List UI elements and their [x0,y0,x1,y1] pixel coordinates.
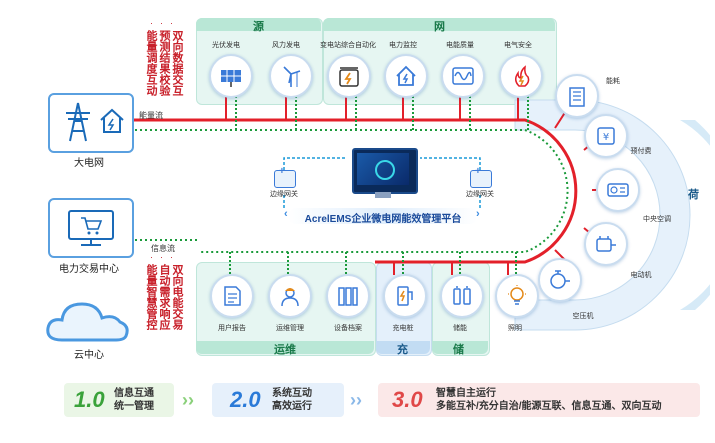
motor-icon[interactable] [584,222,628,266]
market-box[interactable] [48,198,134,258]
top-item-label: 电气安全 [504,42,532,49]
substation-icon[interactable] [327,54,371,98]
device-archive-icon[interactable] [326,274,370,318]
home-energy-icon [100,108,124,133]
charge-title: 充 [397,344,408,356]
right-item-label: 预付费 [630,148,652,155]
stage-2-number: 2.0 [230,387,261,412]
power-quality-icon[interactable] [441,54,485,98]
power-tower-icon [66,102,90,142]
monitor-cart-icon [68,210,114,246]
top-item-label: 电力监控 [389,42,417,49]
bottom-item-label: 运维管理 [276,325,304,332]
svg-text:¥: ¥ [603,132,609,143]
stage-1-line2: 统一管理 [114,401,154,412]
load-panel [514,99,710,331]
stage-1-number: 1.0 [74,387,105,412]
gateway-plus-left: + [279,166,285,177]
cloud-label: 云中心 [74,350,104,361]
vtext-top-1: 双向数据交互 [171,30,183,96]
gateway-left-icon[interactable] [274,170,296,188]
vtext-bottom-1: 双向电能交易 [171,264,183,330]
power-monitor-icon[interactable] [384,54,428,98]
energy-flow-label: 能量流 [139,111,163,120]
monitor-stand [375,192,391,198]
charging-pile-icon[interactable] [383,274,427,318]
stage-1: 1.0 信息互通 统一管理 [64,383,174,417]
red-dots-top: ··· [150,18,180,28]
net-title: 网 [434,21,445,33]
stage-arrow-2: ›› [350,390,362,410]
store-panel-footer [432,341,488,354]
source-title: 源 [253,21,264,33]
monitor-ring [375,160,395,180]
banner-chevron-left: ‹ [284,208,288,220]
central-ac-icon[interactable] [596,168,640,212]
grid-label: 大电网 [74,158,104,169]
vtext-top-3: 能量调度互动 [145,30,157,96]
bottom-item-label: 设备档案 [334,325,362,332]
stage-1-line1: 信息互通 [114,388,154,399]
bottom-item-label: 照明 [508,325,522,332]
ops-title: 运维 [274,344,296,356]
stage-3: 3.0 智慧自主运行 多能互补/充分自治/能源互联、信息互通、双向互动 [378,383,700,417]
banner-chevron-right: › [476,208,480,220]
cloud-icon[interactable] [42,296,134,344]
gateway-right-icon[interactable] [470,170,492,188]
stage-3-line2: 多能互补/充分自治/能源互联、信息互通、双向互动 [436,401,662,412]
ops-panel-footer [196,341,374,354]
prepaid-icon[interactable]: ¥ [584,114,628,158]
stage-3-number: 3.0 [392,387,423,412]
vtext-top-2: 预测结果校验 [158,30,170,96]
energy-consumption-icon[interactable] [555,74,599,118]
top-item-label: 变电站综合自动化 [320,42,376,49]
electrical-safety-icon[interactable] [499,54,543,98]
source-panel-header [196,18,321,31]
vtext-bottom-2: 自动需求响应 [158,264,170,330]
platform-monitor[interactable] [352,148,418,194]
top-item-label: 电能质量 [446,42,474,49]
vtext-bottom-3: 能量智慧管控 [145,264,157,330]
load-title: 荷 [688,189,699,201]
net-panel-header [323,18,555,31]
stage-2-line1: 系统互动 [272,388,312,399]
bottom-item-label: 储能 [453,325,467,332]
top-item-label: 光伏发电 [212,42,240,49]
solar-panel-icon[interactable] [209,54,253,98]
stage-2-line2: 高效运行 [272,401,312,412]
stage-3-line1: 智慧自主运行 [436,388,496,399]
right-item-label: 空压机 [572,313,594,320]
bottom-item-label: 用户报告 [218,325,246,332]
lighting-icon[interactable] [495,274,539,318]
store-title: 储 [453,344,464,356]
top-item-label: 风力发电 [272,42,300,49]
energy-storage-icon[interactable] [440,274,484,318]
gateway-right-label: 边缘网关 [466,191,494,198]
grid-box[interactable] [48,93,134,153]
bottom-item-label: 充电桩 [392,325,414,332]
stage-2: 2.0 系统互动 高效运行 [212,383,344,417]
info-flow-label: 信息流 [151,244,175,253]
right-item-label: 电动机 [630,272,652,279]
gateway-plus-right: + [475,166,481,177]
market-label: 电力交易中心 [59,264,119,275]
ops-manager-icon[interactable] [268,274,312,318]
wind-turbine-icon[interactable] [269,54,313,98]
right-item-label: 中央空调 [643,216,671,223]
platform-banner[interactable] [288,208,478,224]
red-dots-bottom: ··· [150,252,180,262]
right-item-label: 能耗 [606,78,620,85]
gateway-left-label: 边缘网关 [270,191,298,198]
stage-arrow-1: ›› [182,390,194,410]
charge-panel-footer [376,341,430,354]
platform-title: AcrelEMS企业微电网能效管理平台 [304,214,462,225]
air-compressor-icon[interactable] [538,258,582,302]
user-report-icon[interactable] [210,274,254,318]
